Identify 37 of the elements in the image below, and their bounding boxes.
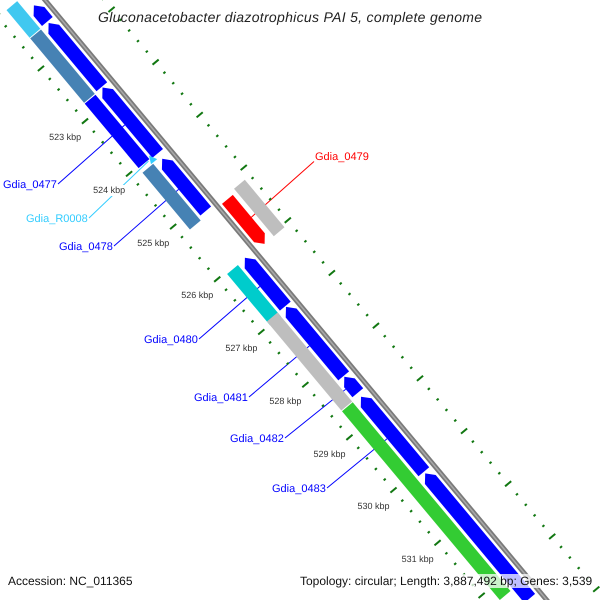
gene-feature <box>48 23 108 92</box>
gene-feature <box>266 312 352 410</box>
genome-info-text: Topology: circular; Length: 3,887,492 bp; Genes: 3,539 <box>298 574 594 588</box>
leader-line <box>114 188 180 246</box>
scale-label: 524 kbp <box>92 185 126 196</box>
gene-feature <box>6 1 40 38</box>
scale-label: 529 kbp <box>312 448 346 460</box>
gene-label: Gdia_0482 <box>230 434 284 444</box>
scale-label: 531 kbp <box>400 554 435 565</box>
gene-label: Gdia_0478 <box>59 242 113 252</box>
gene-feature <box>34 5 53 26</box>
gene-feature <box>227 265 281 326</box>
gene-feature <box>286 306 350 380</box>
gene-label: Gdia_0480 <box>144 334 198 346</box>
scale-label: 528 kbp <box>268 396 302 407</box>
gene-label: Gdia_0483 <box>272 484 326 494</box>
gene-feature <box>142 164 201 230</box>
accession-text: Accession: NC_011365 <box>6 574 135 588</box>
gene-feature <box>360 396 430 476</box>
gene-feature <box>84 94 150 168</box>
gene-feature <box>244 258 291 311</box>
scale-label: 527 kbp <box>224 343 258 354</box>
scale-label: 526 kbp <box>180 290 214 302</box>
map-title: Gluconacetobacter diazotrophicus PAI 5, complete genome <box>98 10 482 24</box>
gene-label: Gdia_0477 <box>3 180 57 190</box>
gene-label: Gdia_R0008 <box>26 214 88 224</box>
scale-label: 523 kbp <box>48 132 82 144</box>
gene-feature <box>102 88 163 158</box>
gene-feature <box>344 376 364 398</box>
gene-feature <box>222 194 265 244</box>
scale-label: 525 kbp <box>136 238 170 249</box>
gene-feature <box>30 30 95 103</box>
gene-feature <box>162 158 212 216</box>
scale-label: 530 kbp <box>356 501 391 512</box>
gene-label: Gdia_0481 <box>194 392 248 404</box>
gene-feature <box>234 180 284 236</box>
gene-label: Gdia_0479 <box>315 152 369 162</box>
